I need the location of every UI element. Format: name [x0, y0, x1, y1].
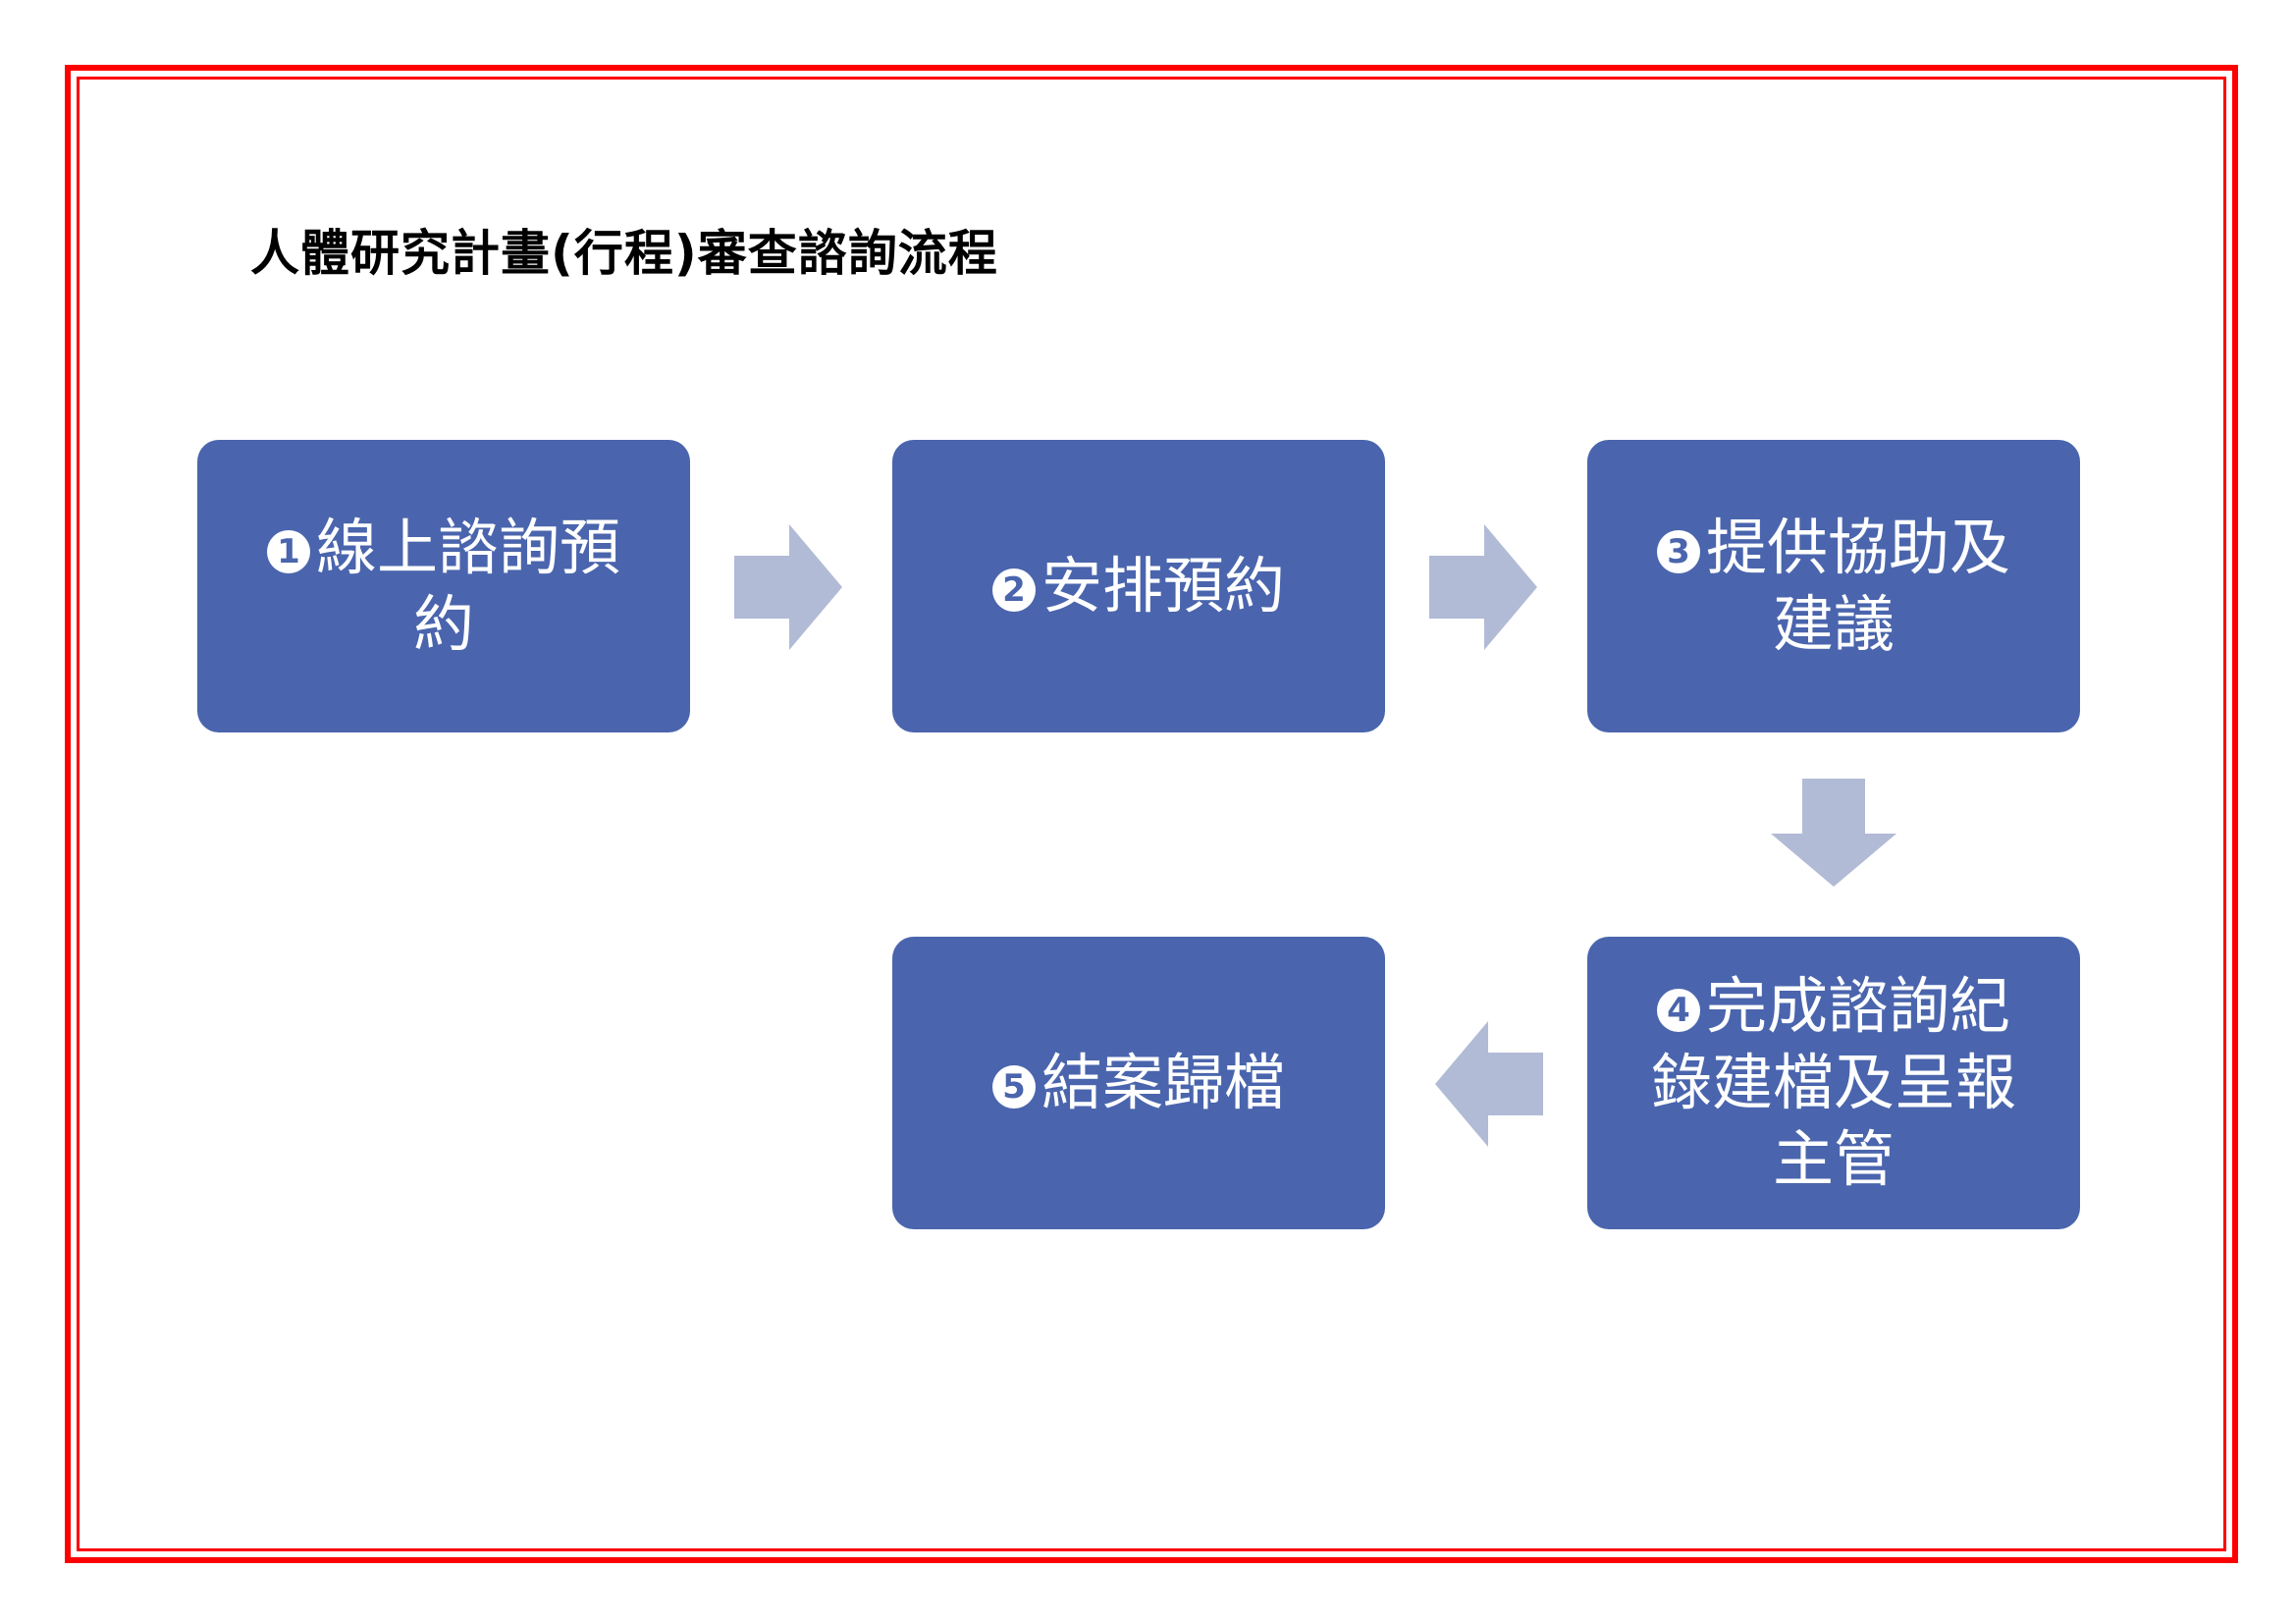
step-number-badge: 4: [1656, 989, 1700, 1032]
arrow-right-icon: [1429, 524, 1537, 650]
step-number-badge: 2: [991, 568, 1036, 612]
arrow-down-icon: [1771, 779, 1896, 887]
page-title: 人體研究計畫(行程)審查諮詢流程: [250, 225, 998, 282]
step-label: 線上諮詢預約: [315, 512, 620, 660]
step-number-badge: 1: [266, 530, 310, 573]
page-border-inner: [77, 77, 2226, 1551]
step-label: 安排預約: [1041, 550, 1285, 622]
step-label: 結案歸檔: [1041, 1047, 1285, 1118]
step-number-badge: 3: [1656, 530, 1700, 573]
page-border-outer: [65, 65, 2238, 1563]
step-label: 提供協助及建議: [1705, 512, 2010, 660]
step-number-badge: 5: [991, 1065, 1036, 1109]
arrow-left-icon: [1435, 1021, 1543, 1147]
step-label: 完成諮詢紀錄建檔及呈報主管: [1650, 970, 2016, 1195]
arrow-right-icon: [734, 524, 842, 650]
